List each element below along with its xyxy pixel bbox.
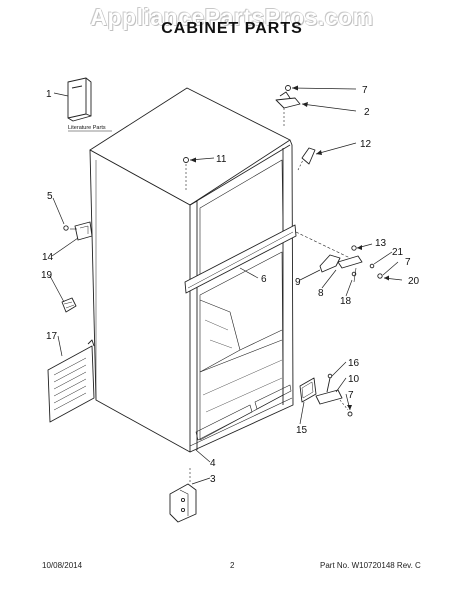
- page-title: CABINET PARTS: [161, 20, 303, 37]
- hinge-cover: [297, 147, 316, 171]
- callout-5: 5: [47, 191, 53, 202]
- callout-9: 9: [295, 277, 301, 288]
- callout-20: 20: [408, 276, 420, 287]
- footer-page-number: 2: [230, 561, 235, 570]
- callout-2: 2: [364, 107, 370, 118]
- callout-13: 13: [375, 238, 387, 249]
- callout-8: 8: [318, 288, 324, 299]
- callout-11: 11: [216, 154, 227, 165]
- footer-part-number: Part No. W10720148 Rev. C: [320, 561, 421, 570]
- callout-21: 21: [392, 247, 404, 258]
- watermark: AppliancePartsPros.com: [90, 4, 374, 30]
- callout-17: 17: [46, 331, 58, 342]
- callout-18: 18: [340, 296, 352, 307]
- callout-4: 4: [210, 458, 216, 469]
- top-hinge: [275, 85, 301, 128]
- callout-7-bottom: 7: [348, 390, 354, 401]
- callout-12: 12: [360, 139, 372, 150]
- bottom-hinge-assembly: [299, 373, 353, 417]
- left-hinge-assembly: [63, 221, 93, 241]
- literature-parts-label: Literature Parts: [68, 125, 106, 131]
- callout-14: 14: [42, 252, 54, 263]
- screw-plug: [183, 157, 189, 190]
- callout-1: 1: [46, 89, 52, 100]
- leader-arrows: [190, 85, 389, 410]
- callout-16: 16: [348, 358, 360, 369]
- callout-6: 6: [261, 274, 267, 285]
- clip-part: [61, 297, 77, 313]
- leveling-leg-bracket: [169, 468, 197, 523]
- rear-access-cover: [47, 339, 95, 423]
- callout-7-top: 7: [362, 85, 368, 96]
- callout-19: 19: [41, 270, 53, 281]
- callout-3: 3: [210, 474, 216, 485]
- footer-date: 10/08/2014: [42, 561, 83, 570]
- center-hinge-assembly: [295, 231, 383, 283]
- callout-15: 15: [296, 425, 308, 436]
- callout-10: 10: [348, 374, 360, 385]
- cabinet-body: [89, 87, 297, 453]
- literature-parts-booklet: [67, 77, 92, 122]
- callout-7-middle: 7: [405, 257, 411, 268]
